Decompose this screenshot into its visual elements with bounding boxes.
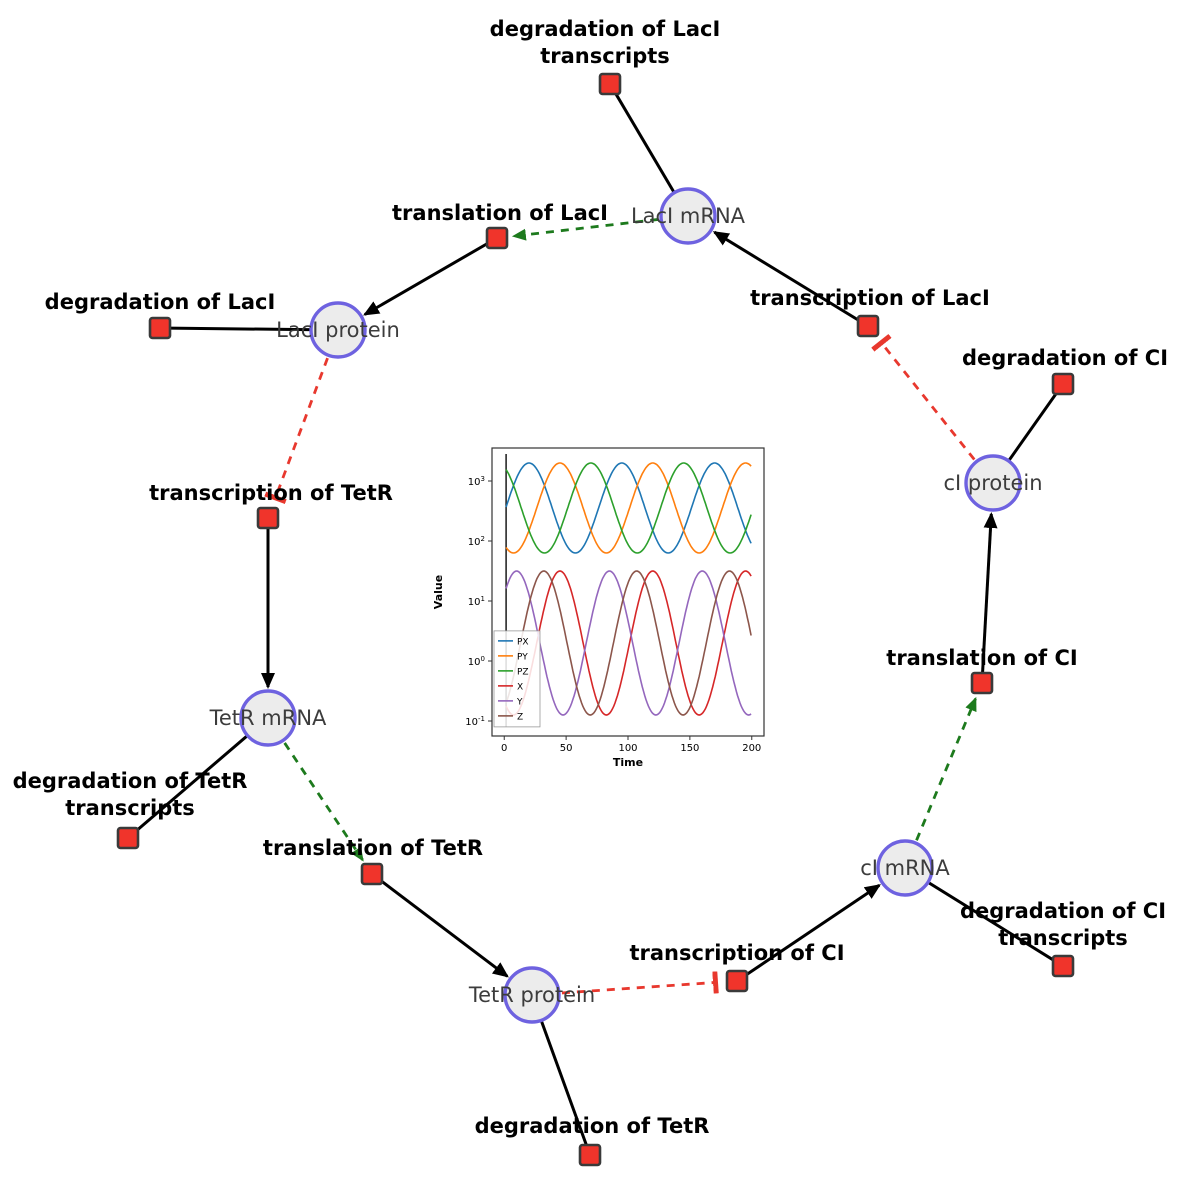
series-line-PX (505, 462, 752, 554)
reaction-label-deg_tetr: degradation of TetR (475, 1114, 710, 1138)
legend-label-PY: PY (517, 652, 528, 662)
reaction-label-txn_laci: transcription of LacI (750, 286, 990, 310)
reaction-label-txn_ci: transcription of CI (629, 941, 844, 965)
species-label-ci_protein: cI protein (943, 471, 1042, 495)
reaction-node-deg_ci_tx (1051, 954, 1075, 978)
species-node-ci_mrna (876, 839, 934, 897)
reaction-node-txn_laci (856, 314, 880, 338)
species-node-laci_protein (309, 301, 367, 359)
reaction-label-transl_laci: translation of LacI (392, 201, 608, 225)
species-label-tetr_protein: TetR protein (468, 983, 595, 1007)
reaction-node-transl_laci (485, 226, 509, 250)
reaction-label-txn_tetr: transcription of TetR (149, 481, 393, 505)
y-tick-label: 103 (468, 475, 485, 488)
edge-product-transl_ci-ci_protein (980, 512, 998, 684)
legend-label-Y: Y (516, 697, 523, 707)
species-node-tetr_mrna (239, 689, 297, 747)
legend-box (493, 630, 541, 728)
species-label-laci_mrna: LacI mRNA (631, 204, 746, 228)
legend-label-Z: Z (517, 712, 523, 722)
species-label-laci_protein: LacI protein (276, 318, 400, 342)
node-layer (116, 72, 1075, 1167)
reaction-node-deg_tetr (578, 1143, 602, 1167)
reaction-label-deg_laci: degradation of LacI (45, 290, 276, 314)
y-tick-label: 10-1 (465, 715, 485, 728)
series-line-X (505, 570, 752, 716)
edge-modifier-ci_mrna-transl_ci (903, 696, 977, 869)
reaction-node-deg_laci_tx (598, 72, 622, 96)
species-node-tetr_protein (503, 966, 561, 1024)
y-axis-label: Value (432, 575, 445, 609)
series-line-Z (505, 570, 752, 716)
x-tick-label: 200 (742, 743, 761, 754)
reaction-node-transl_ci (970, 671, 994, 695)
x-tick-label: 0 (501, 743, 507, 754)
y-tick-label: 100 (468, 655, 485, 668)
edge-product-txn_laci-laci_mrna (712, 230, 869, 328)
x-tick-label: 150 (680, 743, 699, 754)
x-axis-label: Time (613, 756, 643, 769)
edge-consumption-tetr_mrna-deg_tetr_tx (133, 716, 269, 834)
reaction-node-txn_ci (725, 969, 749, 993)
reaction-node-deg_ci (1051, 372, 1075, 396)
edge-product-transl_tetr-tetr_protein (371, 872, 509, 978)
edge-modifier-tetr_mrna-transl_tetr (266, 717, 364, 862)
reaction-label-transl_tetr: translation of TetR (263, 836, 483, 860)
edge-product-txn_ci-ci_mrna (736, 884, 881, 983)
legend-label-PX: PX (517, 637, 529, 647)
legend-label-X: X (517, 682, 523, 692)
series-line-PY (505, 462, 752, 554)
edge-consumption-ci_mrna-deg_ci_tx (904, 866, 1057, 963)
reaction-label-transl_ci: translation of CI (886, 646, 1077, 670)
x-tick-label: 50 (560, 743, 573, 754)
species-label-tetr_mrna: TetR mRNA (209, 706, 327, 730)
x-tick-label: 100 (618, 743, 637, 754)
y-tick-label: 101 (468, 595, 485, 608)
species-node-ci_protein (964, 454, 1022, 512)
reaction-node-deg_laci (148, 316, 172, 340)
species-node-laci_mrna (659, 187, 717, 245)
edge-inhibition-tetr_protein-txn_ci (531, 971, 719, 997)
reaction-node-txn_tetr (256, 506, 280, 530)
species-label-ci_mrna: cI mRNA (860, 856, 950, 880)
legend-label-PZ: PZ (517, 667, 529, 677)
reaction-node-transl_tetr (360, 862, 384, 886)
series-line-Y (505, 570, 752, 716)
reaction-node-deg_tetr_tx (116, 826, 140, 850)
y-tick-label: 102 (468, 535, 485, 548)
reaction-label-deg_ci: degradation of CI (962, 346, 1168, 370)
edge-product-transl_laci-laci_protein (363, 236, 498, 316)
series-line-PZ (505, 462, 752, 554)
